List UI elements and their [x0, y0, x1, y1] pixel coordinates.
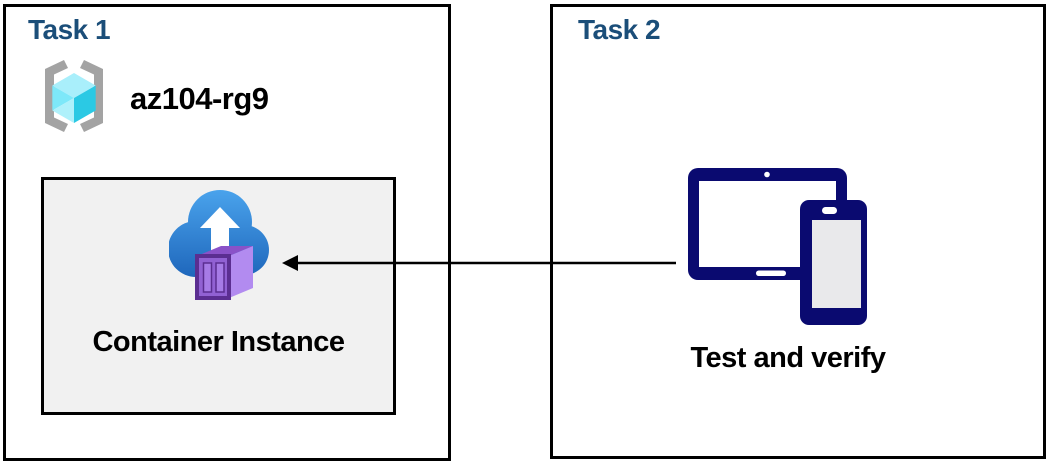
container-instance-box: Container Instance	[41, 177, 396, 415]
task1-title: Task 1	[28, 14, 111, 45]
resource-group-row: az104-rg9	[32, 58, 269, 139]
upload-arrow	[199, 207, 240, 263]
resource-group-icon	[32, 58, 116, 139]
left-arrow-connector-icon	[280, 250, 680, 281]
test-and-verify-label: Test and verify	[690, 342, 886, 374]
tablet-phone-devices-icon	[680, 160, 880, 335]
phone-icon	[800, 200, 867, 325]
container-cube	[194, 246, 253, 300]
task2-title: Task 2	[578, 14, 661, 45]
resource-group-name: az104-rg9	[130, 80, 269, 116]
container-instance-label: Container Instance	[92, 326, 345, 358]
container-instance-icon	[167, 188, 269, 305]
